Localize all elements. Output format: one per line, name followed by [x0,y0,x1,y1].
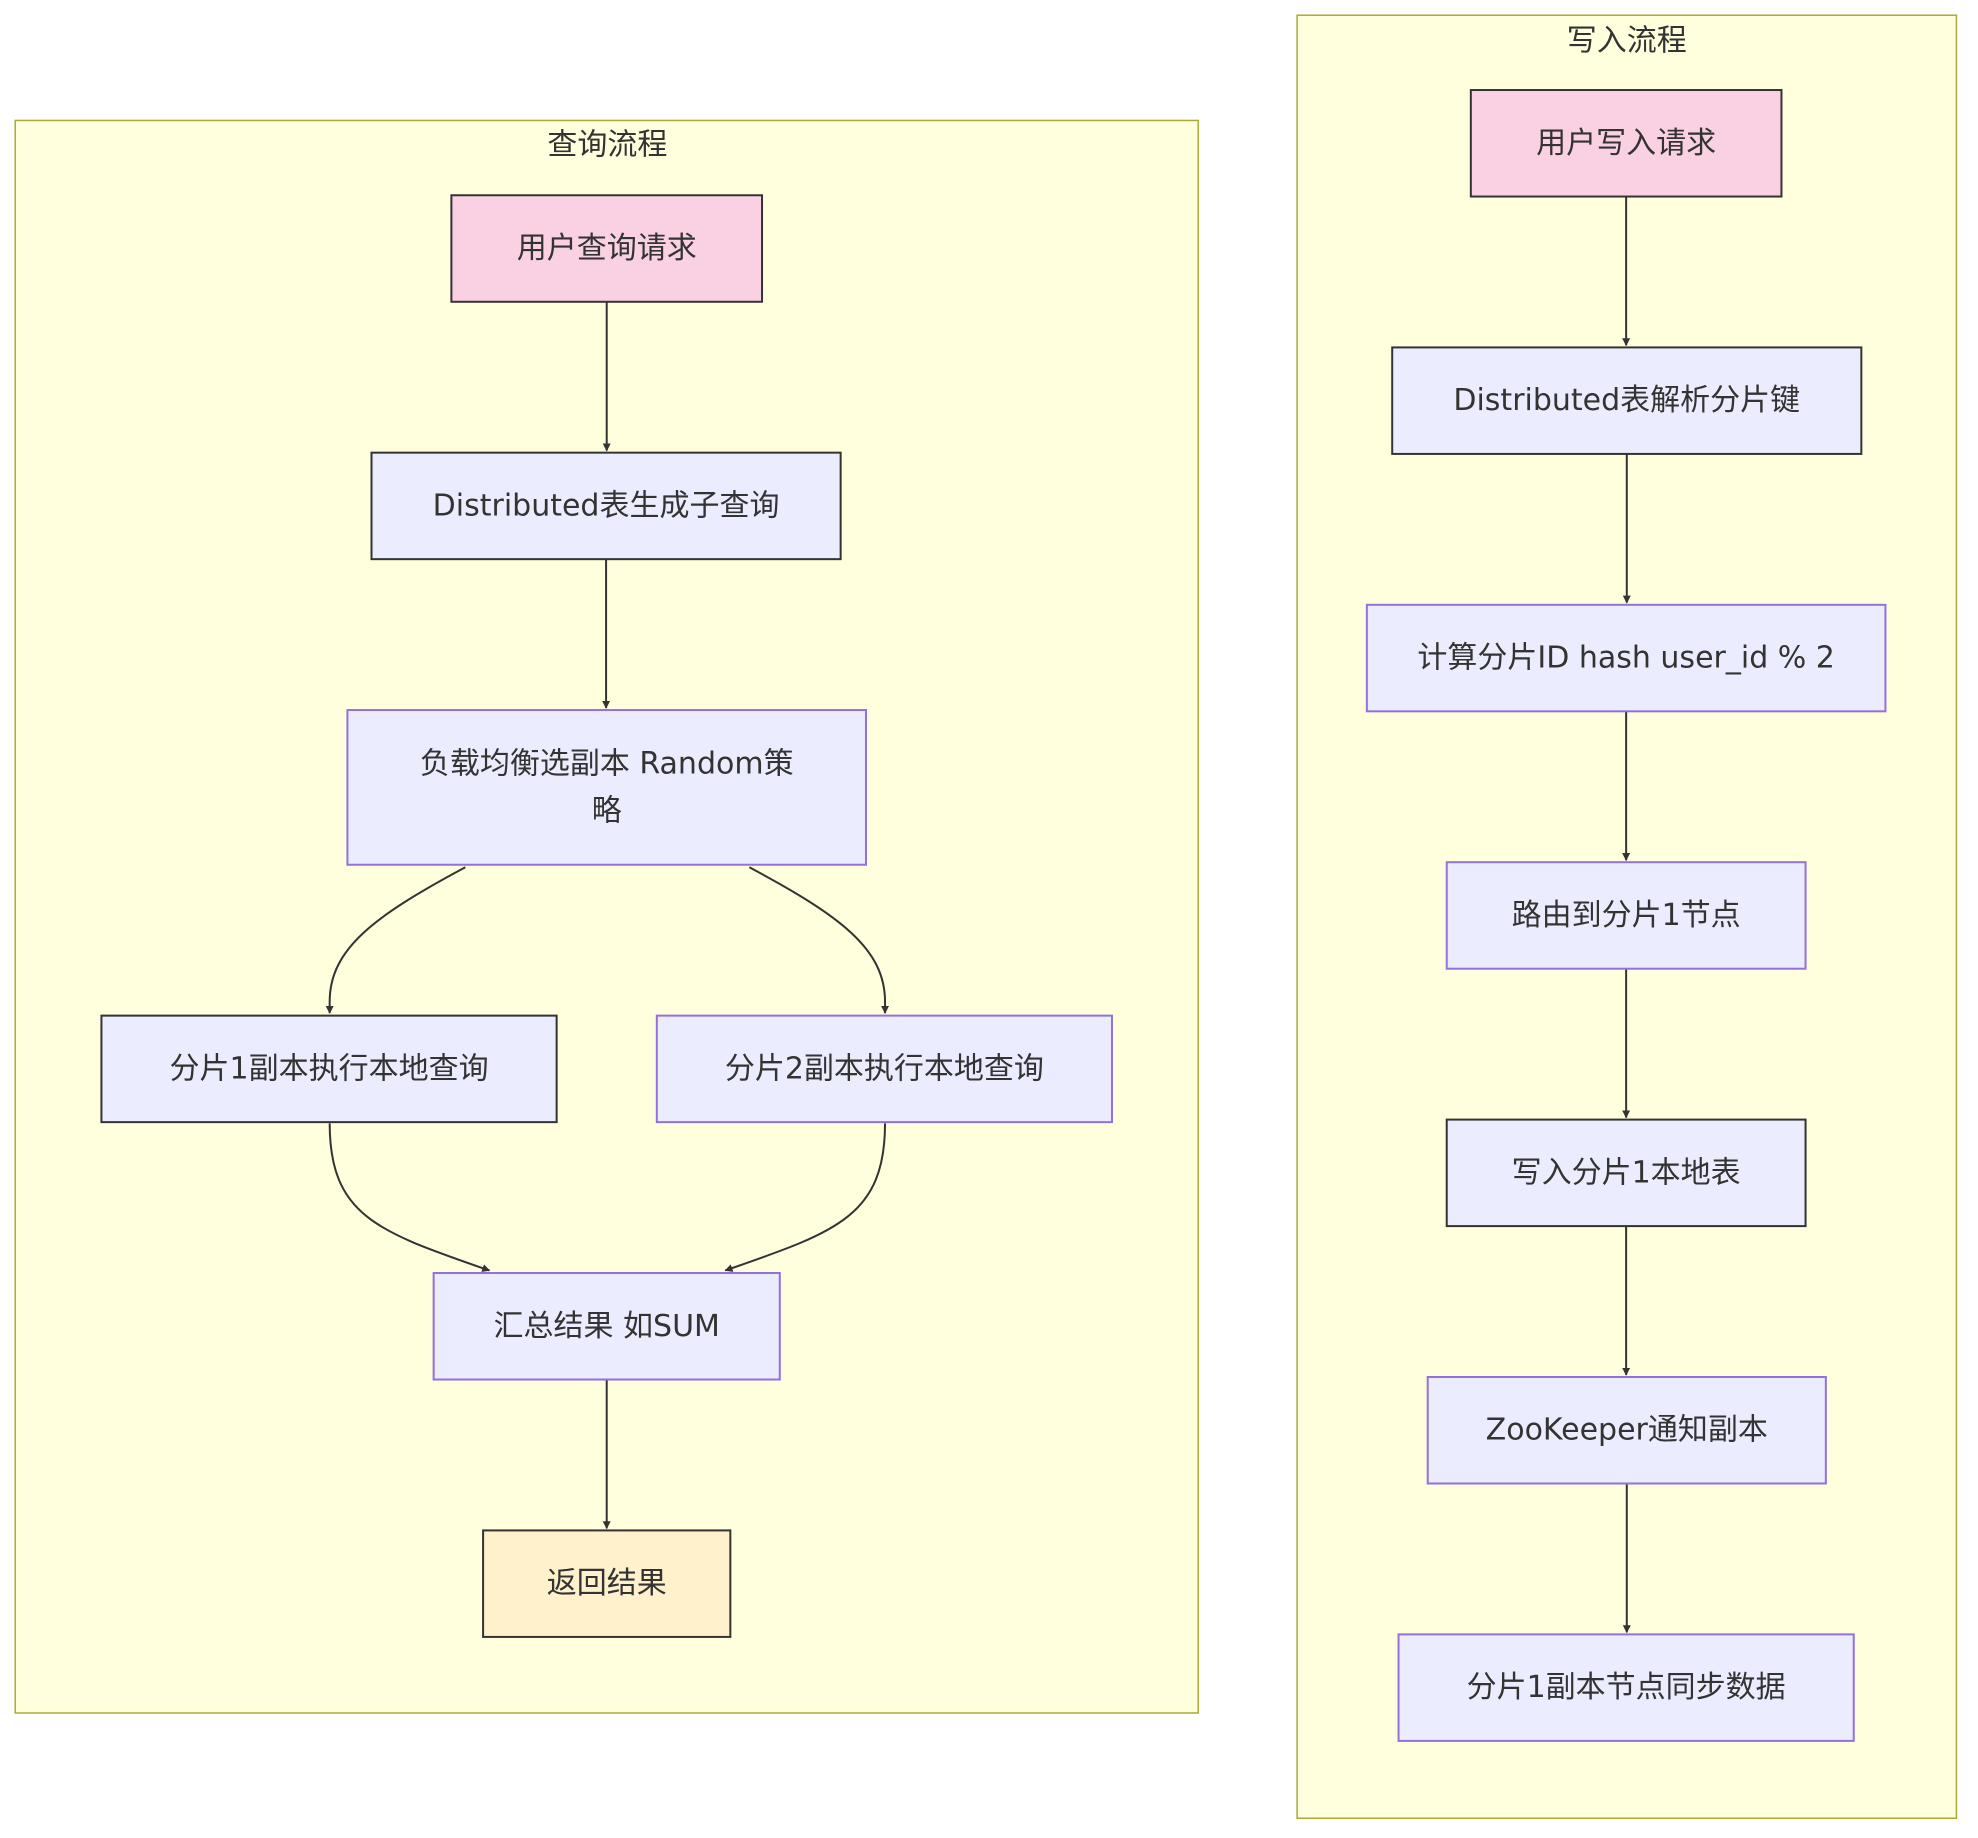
node-w_compute: 计算分片ID hash user_id % 2 [1365,603,1887,713]
node-q_distributed-box [370,451,842,561]
node-w_notify-box [1426,1375,1827,1485]
edge-q_balance-to-q_shard2 [748,866,890,1014]
node-w_sync: 分片1副本节点同步数据 [1397,1633,1855,1742]
node-q_shard1: 分片1副本执行本地查询 [100,1014,558,1124]
node-q_distributed-label: Distributed表生成子查询 [433,488,780,523]
edges-layer [325,196,1631,1634]
node-w_parse: Distributed表解析分片键 [1391,346,1863,455]
node-q_shard2-box [655,1014,1113,1124]
node-q_start: 用户查询请求 [450,194,764,303]
node-q_distributed: Distributed表生成子查询 [370,451,842,561]
edge-q_shard1-to-q_aggregate [328,1123,491,1272]
node-w_notify: ZooKeeper通知副本 [1426,1375,1827,1485]
node-q_balance-box [346,709,868,866]
node-w_parse-box [1391,346,1863,455]
node-q_balance-label-line-1: 负载均衡选副本 Random策 [420,746,794,781]
node-q_shard2: 分片2副本执行本地查询 [655,1014,1113,1124]
node-w_route: 路由到分片1节点 [1445,861,1807,970]
node-q_return: 返回结果 [482,1529,732,1638]
node-w_compute-box [1365,603,1887,713]
node-w_parse-label: Distributed表解析分片键 [1453,383,1800,418]
node-w_route-box [1445,861,1807,970]
node-q_start-label: 用户查询请求 [517,231,697,266]
node-w_sync-label: 分片1副本节点同步数据 [1467,1670,1786,1705]
node-w_compute-label: 计算分片ID hash user_id % 2 [1417,641,1835,676]
node-q_aggregate-label: 汇总结果 如SUM [494,1309,720,1344]
node-q_balance-label-line-2: 略 [592,793,622,828]
node-w_start: 用户写入请求 [1469,89,1783,198]
node-w_notify-label: ZooKeeper通知副本 [1486,1413,1768,1448]
edge-q_shard2-to-q_aggregate [724,1123,887,1272]
cluster-write-title: 写入流程 [1567,24,1687,59]
node-q_aggregate-box [432,1272,781,1381]
node-q_shard2-label: 分片2副本执行本地查询 [725,1051,1044,1086]
edge-q_balance-to-q_shard1 [325,866,466,1014]
node-w_write-label: 写入分片1本地表 [1512,1155,1741,1190]
node-q_return-box [482,1529,732,1638]
node-w_write-box [1445,1118,1807,1228]
node-q_aggregate: 汇总结果 如SUM [432,1272,781,1381]
node-w_sync-box [1397,1633,1855,1742]
node-q_shard1-label: 分片1副本执行本地查询 [169,1051,488,1086]
node-q_shard1-box [100,1014,558,1124]
node-w_write: 写入分片1本地表 [1445,1118,1807,1228]
node-w_start-box [1469,89,1783,198]
node-w_start-label: 用户写入请求 [1536,126,1716,161]
node-w_route-label: 路由到分片1节点 [1512,898,1741,933]
node-q_return-label: 返回结果 [547,1566,667,1601]
cluster-query-title: 查询流程 [547,128,667,163]
node-q_start-box [450,194,764,303]
